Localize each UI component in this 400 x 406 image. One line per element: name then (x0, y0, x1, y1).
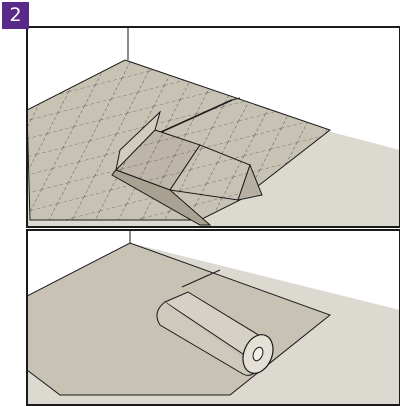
accordion-fold (111, 110, 263, 226)
top-panel-frame (26, 26, 400, 228)
bottom-panel-frame (26, 229, 400, 406)
roll-of-underlay-icon (156, 291, 274, 376)
top-panel (26, 26, 400, 228)
top-sheet-seam (149, 99, 233, 138)
bottom-panel (26, 229, 400, 406)
step-number-badge: 2 (2, 2, 29, 29)
